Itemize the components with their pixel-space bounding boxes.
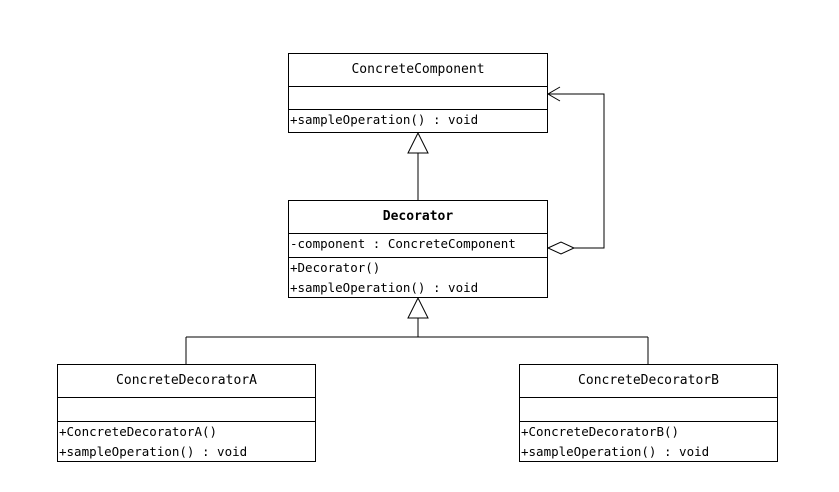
aggregation-line xyxy=(548,93,605,249)
class-decorator[interactable]: Decorator -component : ConcreteComponent… xyxy=(288,200,548,298)
generalization-arrowhead-component xyxy=(407,131,429,154)
class-name: Decorator xyxy=(289,201,547,234)
operations-compartment: +ConcreteDecoratorA() +sampleOperation()… xyxy=(58,422,315,462)
attribute: -component : ConcreteComponent xyxy=(290,236,516,251)
attributes-compartment xyxy=(289,87,547,110)
aggregation-arrowhead xyxy=(547,86,561,102)
operation: +sampleOperation() : void xyxy=(59,444,248,459)
aggregation-diamond xyxy=(546,241,576,255)
class-concrete-component[interactable]: ConcreteComponent +sampleOperation() : v… xyxy=(288,53,548,133)
class-concrete-decorator-a[interactable]: ConcreteDecoratorA +ConcreteDecoratorA()… xyxy=(57,364,316,462)
operation: +sampleOperation() : void xyxy=(290,280,479,295)
class-name: ConcreteDecoratorA xyxy=(58,365,315,398)
generalization-arrowhead-decorator xyxy=(407,296,429,319)
operations-compartment: +Decorator() +sampleOperation() : void xyxy=(289,258,547,298)
operation: +Decorator() xyxy=(290,260,381,275)
class-concrete-decorator-b[interactable]: ConcreteDecoratorB +ConcreteDecoratorB()… xyxy=(519,364,778,462)
attributes-compartment xyxy=(58,398,315,422)
operations-compartment: +sampleOperation() : void xyxy=(289,110,547,130)
class-name: ConcreteComponent xyxy=(289,54,547,87)
operations-compartment: +ConcreteDecoratorB() +sampleOperation()… xyxy=(520,422,777,462)
attributes-compartment: -component : ConcreteComponent xyxy=(289,234,547,258)
operation: +ConcreteDecoratorB() xyxy=(521,424,680,439)
operation: +ConcreteDecoratorA() xyxy=(59,424,218,439)
class-name: ConcreteDecoratorB xyxy=(520,365,777,398)
attributes-compartment xyxy=(520,398,777,422)
operation: +sampleOperation() : void xyxy=(521,444,710,459)
operation: +sampleOperation() : void xyxy=(290,112,479,127)
